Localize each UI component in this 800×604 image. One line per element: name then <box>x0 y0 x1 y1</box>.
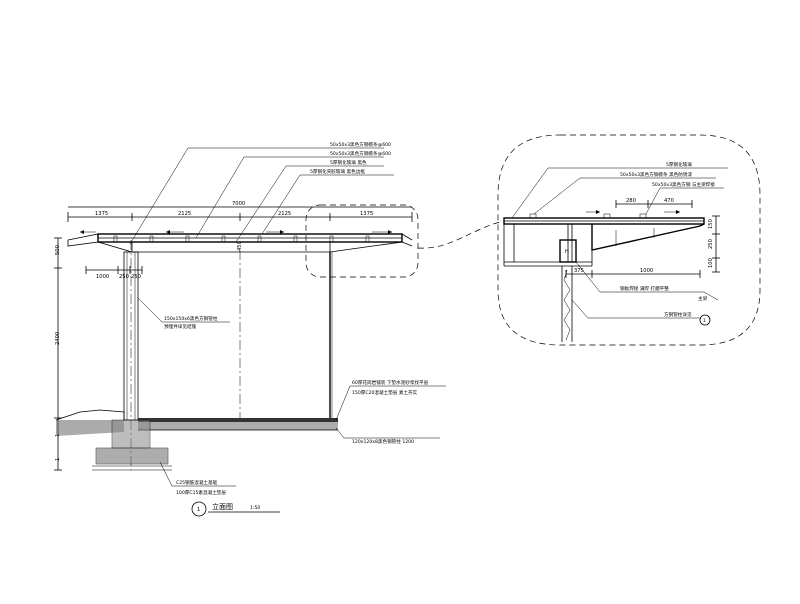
detail-leaders <box>511 167 728 319</box>
purlins <box>113 235 370 243</box>
detail-connector <box>559 239 577 263</box>
note-roof-1: 50x50x3黑色方钢檩条@600 <box>330 141 391 148</box>
dim-overall-width: 7000 <box>232 201 245 207</box>
note-roof-3: 5厚钢化玻璃 黑色 <box>330 159 367 166</box>
detail-enlargement: H 280 470 150 250 100 <box>497 134 761 346</box>
detail-note-1: 5厚钢化玻璃 <box>666 161 692 168</box>
dim-base-c: 250 <box>131 274 141 280</box>
dim-top-2: 2125 <box>178 211 191 217</box>
right-cantilever <box>401 233 413 247</box>
ground-hatch-left <box>56 420 124 436</box>
detail-dim-right-1: 150 <box>708 219 714 229</box>
note-ground-2: 150厚C20混凝土垫层 素土夯实 <box>352 389 418 396</box>
detail-dim-right-3: 100 <box>708 258 714 268</box>
detail-dim-top-2: 470 <box>664 198 674 204</box>
detail-number: 1 <box>197 507 200 513</box>
slope-arrows <box>80 230 392 234</box>
dim-top-1: 1375 <box>95 211 108 217</box>
note-roof-4: 5厚钢化夹胶玻璃 黑色边框 <box>310 168 365 175</box>
detail-note-4: 钢板焊接 满焊 打磨平整 <box>620 285 669 292</box>
drawing-scale: 1:50 <box>250 505 260 511</box>
detail-dim-right-2: 250 <box>708 239 714 249</box>
detail-cantilever <box>591 223 705 251</box>
column-leader <box>137 297 163 323</box>
dim-beam-depth: 450 <box>237 241 243 251</box>
paving-layer <box>138 418 338 422</box>
detail-callout-circle <box>699 314 711 326</box>
footing-pier <box>111 419 151 449</box>
detail-arrow-head <box>596 210 600 214</box>
note-column-2: 预埋件详见结施 <box>164 323 197 330</box>
detail-note-3: 50x50x3黑色方钢 与主梁焊接 <box>652 181 715 188</box>
dim-base-2: 1 <box>55 458 61 461</box>
callout-box <box>305 204 419 278</box>
note-post: 120x120x8黑色钢管柱 1200 <box>352 438 414 445</box>
note-roof-2: 50x50x3黑色方钢檩条@600 <box>330 150 391 157</box>
note-ground-1: 60厚花岗岩铺装 下垫水泥砂浆找平层 <box>352 379 429 386</box>
ground-leader <box>335 385 351 421</box>
detail-number-circle <box>191 501 207 517</box>
detail-dim-bottom-2: 1000 <box>640 268 653 274</box>
base-layer <box>138 422 338 430</box>
post-leader <box>335 427 345 439</box>
detail-arrow-head <box>676 210 680 214</box>
detail-note-5: 主梁 <box>698 295 708 302</box>
beam-underside <box>97 241 403 253</box>
detail-break-line <box>563 269 571 341</box>
note-base-1: C25钢筋混凝土基础 <box>176 479 218 486</box>
drawing-title: 立面图 <box>212 502 233 511</box>
detail-beam-label: H <box>565 249 569 255</box>
dim-top-3: 2125 <box>278 211 291 217</box>
note-column-1: 150x150x6黑色方钢管柱 <box>164 315 218 322</box>
dim-top-4: 1375 <box>360 211 373 217</box>
detail-purlin <box>529 213 537 219</box>
ground-left <box>55 409 125 421</box>
detail-bubble <box>497 134 761 346</box>
detail-dim-top-1: 280 <box>626 198 636 204</box>
dim-left-top: 500 <box>55 245 61 255</box>
detail-purlin <box>603 213 611 219</box>
dim-column-height: 2400 <box>55 332 61 345</box>
footing-pad <box>95 447 169 465</box>
detail-callout-number: 1 <box>703 318 706 324</box>
callout-connector <box>417 221 501 249</box>
detail-dim-bottom-1: 375 <box>574 268 584 274</box>
main-elevation: 7000 1375 2125 2125 1375 <box>54 141 446 517</box>
detail-note-2: 50x50x3黑色方钢檩条 黑色防锈漆 <box>620 171 692 178</box>
note-base-2: 100厚C15素混凝土垫层 <box>176 489 226 496</box>
left-cantilever <box>67 233 99 247</box>
detail-purlin <box>639 213 647 219</box>
roof-leaders <box>129 147 394 245</box>
dim-base-a: 1000 <box>96 274 109 280</box>
base-leader <box>159 461 173 487</box>
detail-note-6: 方钢管柱详见 <box>664 311 692 318</box>
